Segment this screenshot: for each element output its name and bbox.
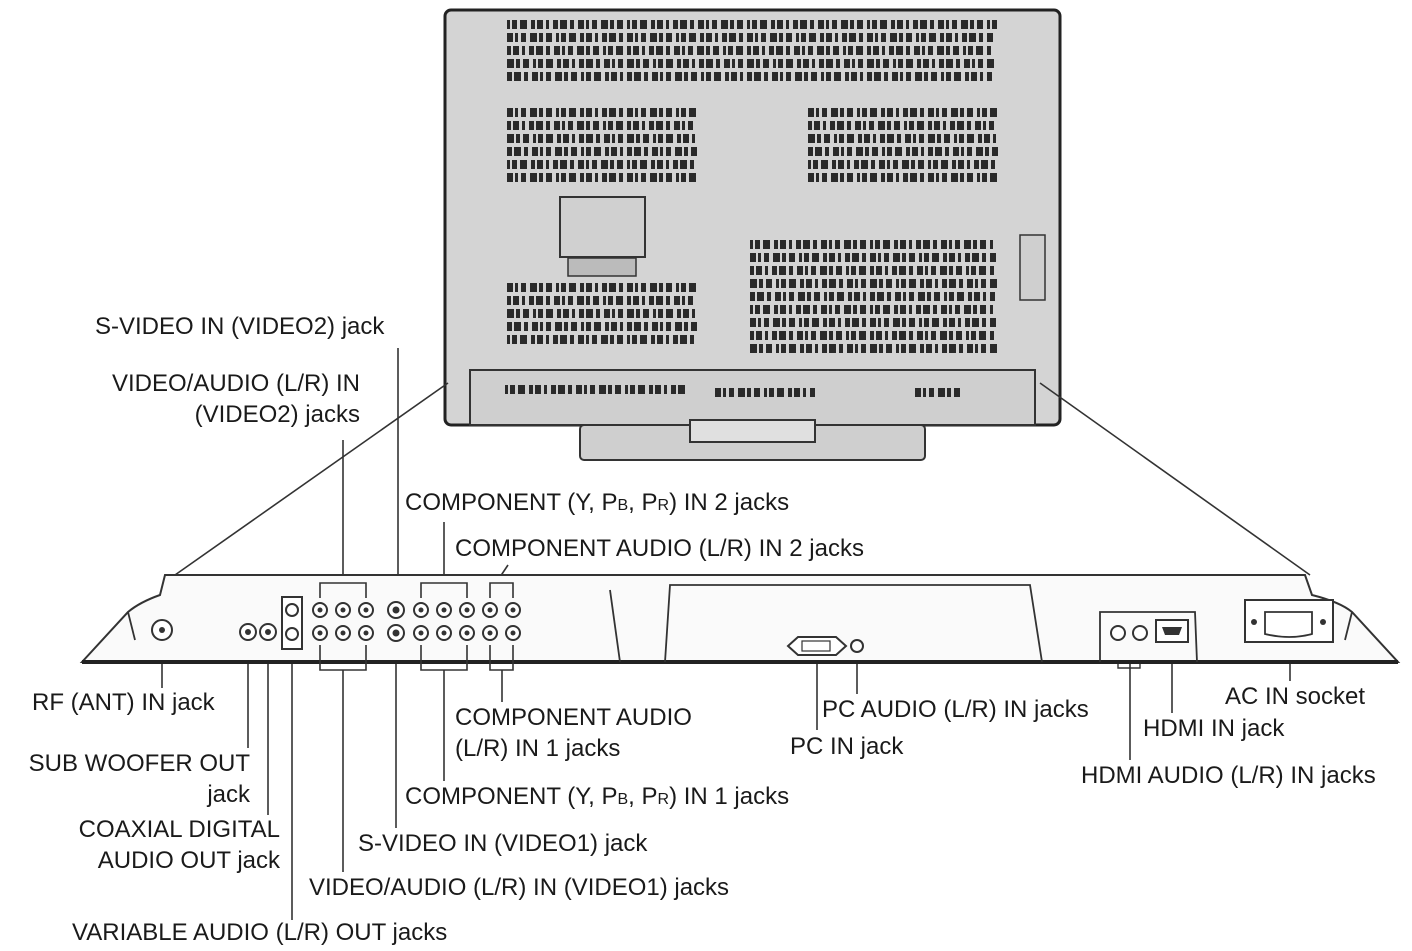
rca-jack-pin xyxy=(464,607,470,613)
hdmi-in-jack[interactable] xyxy=(1155,619,1189,643)
label-part: COMPONENT (Y, P xyxy=(405,783,618,810)
rca-jack-pin xyxy=(418,630,424,636)
rca-jack-pin xyxy=(340,607,346,613)
callout-line xyxy=(174,382,449,576)
bracket-video2 xyxy=(319,582,367,598)
label-part: , P xyxy=(628,489,658,516)
label-sub-woofer-out: SUB WOOFER OUT jack xyxy=(0,748,250,810)
label-component-audio-in-1: COMPONENT AUDIO (L/R) IN 1 jacks xyxy=(455,702,692,764)
bracket-component1 xyxy=(420,645,468,671)
label-svideo-in-video1: S-VIDEO IN (VIDEO1) jack xyxy=(358,830,648,857)
label-subscript: R xyxy=(657,497,670,514)
label-pc-in: PC IN jack xyxy=(790,733,904,760)
rca-jack-pin xyxy=(441,607,447,613)
label-component-in-1: COMPONENT (Y, PB, PR) IN 1 jacks xyxy=(405,781,789,815)
rca-jack-pin xyxy=(487,607,493,613)
label-rf-ant-in: RF (ANT) IN jack xyxy=(32,689,215,716)
label-line: VIDEO/AUDIO (L/R) IN xyxy=(111,370,360,397)
rca-jack-pin xyxy=(317,607,323,613)
variable-audio-out-jacks[interactable] xyxy=(281,596,303,650)
rca-jack-pin xyxy=(340,630,346,636)
label-line: COMPONENT AUDIO xyxy=(455,704,692,731)
label-variable-audio-out: VARIABLE AUDIO (L/R) OUT jacks xyxy=(72,919,448,946)
rca-jack-pin xyxy=(363,630,369,636)
rca-jack-pin xyxy=(317,630,323,636)
hdmi-audio-in-jacks[interactable] xyxy=(1110,625,1148,641)
label-hdmi-audio-in: HDMI AUDIO (L/R) IN jacks xyxy=(1081,762,1376,789)
rf-ant-in-jack[interactable] xyxy=(151,619,173,641)
label-line: jack xyxy=(207,781,250,808)
label-line: COAXIAL DIGITAL xyxy=(78,816,280,843)
label-coaxial-digital-audio-out: COAXIAL DIGITAL AUDIO OUT jack xyxy=(0,814,280,876)
label-video-audio-in-video1: VIDEO/AUDIO (L/R) IN (VIDEO1) jacks xyxy=(309,874,730,901)
rca-jack-pin xyxy=(418,607,424,613)
label-component-audio-in-2: COMPONENT AUDIO (L/R) IN 2 jacks xyxy=(455,535,864,562)
coaxial-digital-out-jack[interactable] xyxy=(259,623,277,641)
rca-jack-pin xyxy=(363,607,369,613)
rca-jack-pin xyxy=(464,630,470,636)
label-part: COMPONENT (Y, P xyxy=(405,489,618,516)
rca-jack-pin xyxy=(510,630,516,636)
callout-line xyxy=(1039,382,1311,576)
pc-audio-in-jack[interactable] xyxy=(850,639,864,653)
label-line: SUB WOOFER OUT xyxy=(28,750,250,777)
label-pc-audio-in: PC AUDIO (L/R) IN jacks xyxy=(822,696,1089,723)
sub-woofer-out-jack[interactable] xyxy=(239,623,257,641)
label-ac-in-socket: AC IN socket xyxy=(1225,683,1366,710)
label-part: , P xyxy=(628,783,658,810)
label-video-audio-in-video2: VIDEO/AUDIO (L/R) IN (VIDEO2) jacks xyxy=(0,368,360,430)
connector-panel xyxy=(79,574,1401,671)
bracket-video1 xyxy=(319,645,367,671)
av-component-jack-grid[interactable] xyxy=(312,582,521,671)
rca-jack-pin xyxy=(441,630,447,636)
svideo-jack-pin xyxy=(392,606,400,614)
label-svideo-in-video2: S-VIDEO IN (VIDEO2) jack xyxy=(95,313,385,340)
label-subscript: B xyxy=(617,791,629,808)
label-part: ) IN 2 jacks xyxy=(669,489,790,516)
ac-in-socket[interactable] xyxy=(1244,599,1334,643)
label-component-in-2: COMPONENT (Y, PB, PR) IN 2 jacks xyxy=(405,487,789,521)
bracket-component2 xyxy=(420,582,468,598)
label-hdmi-in: HDMI IN jack xyxy=(1143,715,1285,742)
label-line: (L/R) IN 1 jacks xyxy=(455,735,621,762)
tv-rear-view xyxy=(443,8,1062,461)
rca-jack-pin xyxy=(487,630,493,636)
label-subscript: B xyxy=(617,497,629,514)
rca-jack-pin xyxy=(510,607,516,613)
label-part: ) IN 1 jacks xyxy=(669,783,790,810)
label-line: AUDIO OUT jack xyxy=(97,847,280,874)
svideo-jack-pin xyxy=(392,629,400,637)
pc-in-jack[interactable] xyxy=(786,636,848,656)
label-subscript: R xyxy=(657,791,670,808)
label-line: (VIDEO2) jacks xyxy=(194,401,360,428)
hdmi-block xyxy=(1099,611,1198,663)
bracket-compaudio1 xyxy=(489,645,514,671)
callout-lines xyxy=(161,348,1311,920)
bracket-compaudio2 xyxy=(489,582,514,598)
